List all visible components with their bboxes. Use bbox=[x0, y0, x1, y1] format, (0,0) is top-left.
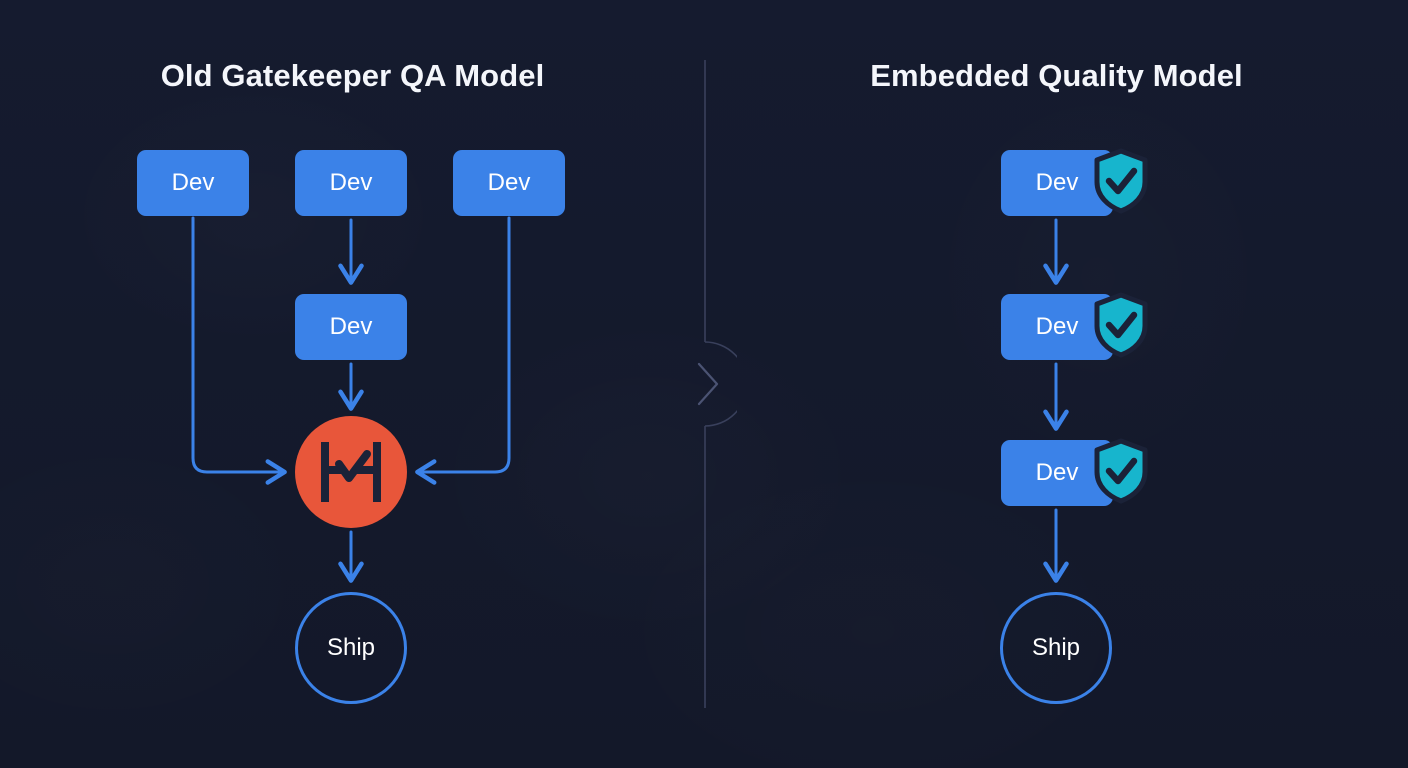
dev-box-label: Dev bbox=[487, 169, 531, 196]
right-panel-title: Embedded Quality Model bbox=[870, 58, 1243, 93]
left-panel-title: Old Gatekeeper QA Model bbox=[160, 58, 545, 93]
dev-box-top-right[interactable]: Dev bbox=[453, 150, 565, 216]
dev-box-label: Dev bbox=[329, 313, 373, 340]
qa-gate-node[interactable] bbox=[295, 416, 407, 528]
ship-label: Ship bbox=[326, 634, 376, 661]
dev-box-3[interactable]: Dev bbox=[1001, 440, 1113, 506]
dev-box-label: Dev bbox=[171, 169, 215, 196]
dev-box-label: Dev bbox=[1035, 169, 1079, 196]
arrow-devright-to-gate bbox=[415, 216, 511, 485]
dev-box-1[interactable]: Dev bbox=[1001, 150, 1113, 216]
dev-box-top-left[interactable]: Dev bbox=[137, 150, 249, 216]
dev-box-top-center[interactable]: Dev bbox=[295, 150, 407, 216]
arrow-devleft-to-gate bbox=[191, 216, 287, 485]
ship-label: Ship bbox=[1031, 634, 1081, 661]
ship-node-right[interactable]: Ship bbox=[1000, 592, 1112, 704]
dev-box-label: Dev bbox=[1035, 313, 1079, 340]
dev-box-middle[interactable]: Dev bbox=[295, 294, 407, 360]
panel-divider bbox=[697, 60, 737, 708]
chevron-right-icon bbox=[697, 362, 719, 406]
ship-node-left[interactable]: Ship bbox=[295, 592, 407, 704]
dev-box-label: Dev bbox=[1035, 459, 1079, 486]
dev-box-label: Dev bbox=[329, 169, 373, 196]
dev-box-2[interactable]: Dev bbox=[1001, 294, 1113, 360]
qa-gate-check-icon bbox=[321, 442, 381, 502]
